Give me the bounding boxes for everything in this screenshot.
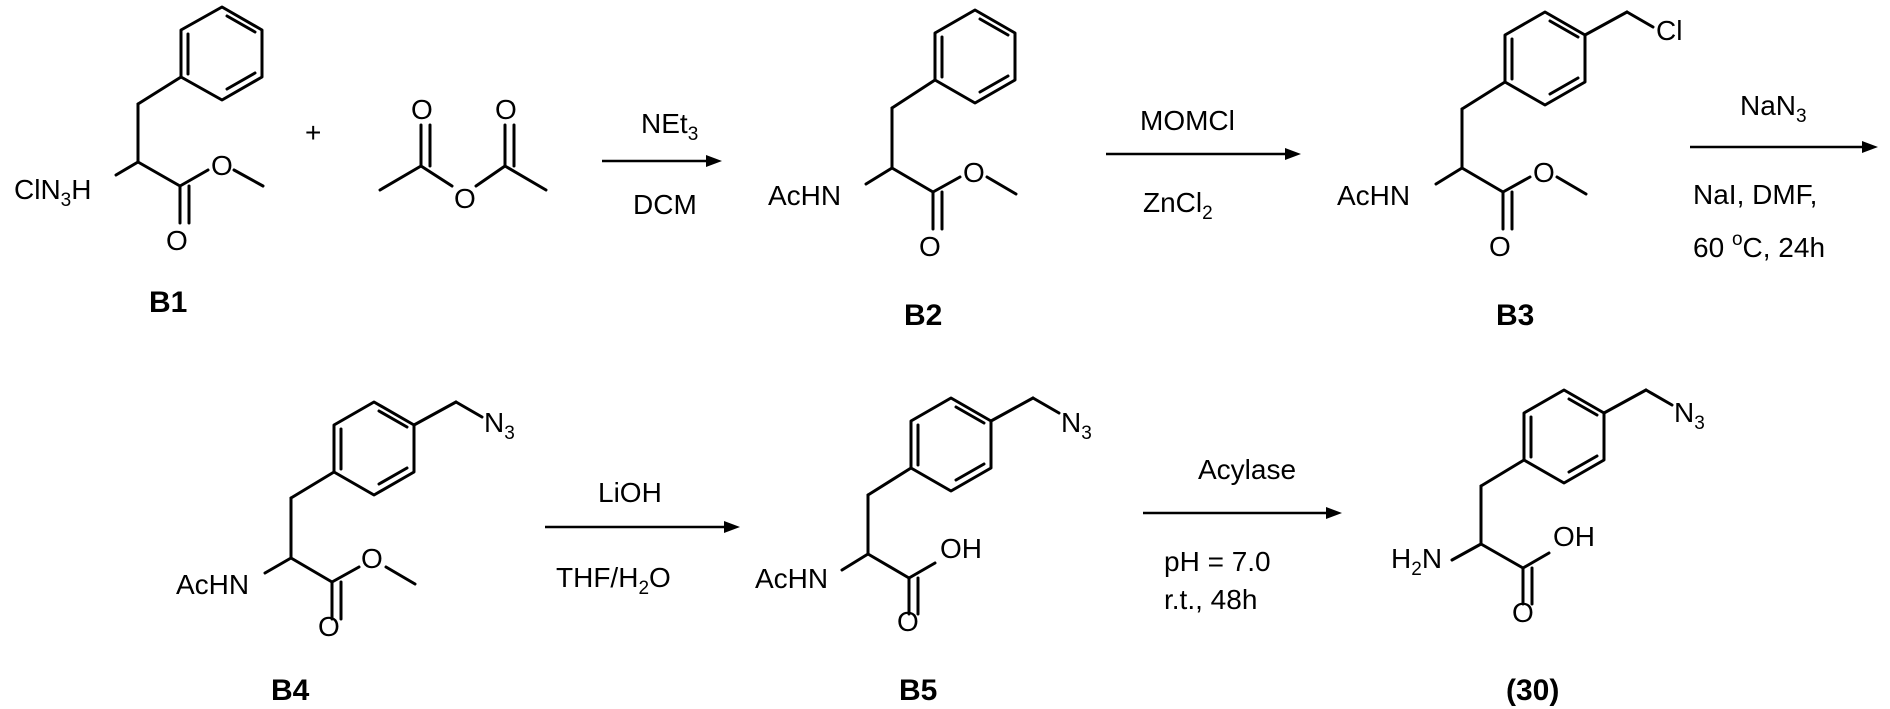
- p30-bonds: [1452, 390, 1672, 604]
- step-3-reagent: NaN3: [1740, 90, 1807, 127]
- compound-b4: N3 AcHN O O B4: [176, 402, 515, 707]
- step-3-conditions-line-1: NaI, DMF,: [1693, 179, 1817, 210]
- b2-label: B2: [904, 299, 942, 332]
- compound-acetic-anhydride: O O O: [380, 94, 546, 214]
- b3-chloro-substituent: Cl: [1656, 15, 1682, 46]
- step-3-arrow: NaN3 NaI, DMF, 60 oC, 24h: [1690, 90, 1878, 263]
- b1-label: B1: [149, 286, 187, 319]
- compound-b1: ClN3H O O B1: [14, 7, 263, 319]
- step-2-reagent: MOMCl: [1140, 105, 1235, 136]
- anhydride-left-oxygen: O: [411, 94, 433, 125]
- step-4-reagent: LiOH: [598, 477, 662, 508]
- b3-label: B3: [1496, 299, 1534, 332]
- step-4-arrow: LiOH THF/H2O: [545, 477, 740, 599]
- step-3-conditions-line-2: 60 oC, 24h: [1693, 229, 1825, 263]
- b3-amine-label: AcHN: [1337, 180, 1410, 211]
- step-5-enzyme: Acylase: [1198, 454, 1296, 485]
- b5-amine-label: AcHN: [755, 563, 828, 594]
- step-1-reagent: NEt3: [641, 108, 698, 145]
- b4-label: B4: [271, 674, 310, 707]
- b4-ester-oxygen: O: [361, 543, 383, 574]
- step-4-solvent: THF/H2O: [556, 562, 671, 599]
- b2-bonds: [866, 10, 1016, 229]
- compound-b5: N3 AcHN O OH B5: [755, 398, 1092, 707]
- plus-sign: +: [305, 117, 321, 148]
- compound-30: N3 H2N O OH (30): [1391, 390, 1705, 707]
- b3-carbonyl-oxygen: O: [1489, 231, 1511, 262]
- b3-ester-oxygen: O: [1533, 157, 1555, 188]
- b5-azide-substituent: N3: [1061, 407, 1092, 444]
- p30-amine-label: H2N: [1391, 543, 1442, 580]
- p30-azide-substituent: N3: [1674, 397, 1705, 434]
- b1-ester-oxygen: O: [211, 150, 233, 181]
- b4-azide-substituent: N3: [484, 407, 515, 444]
- b5-bonds: [842, 398, 1059, 614]
- compound-b3: Cl AcHN O O B3: [1337, 12, 1682, 332]
- step-5-arrow: Acylase pH = 7.0 r.t., 48h: [1143, 454, 1342, 615]
- b4-bonds: [265, 402, 482, 619]
- step-2-arrow: MOMCl ZnCl2: [1106, 105, 1301, 224]
- b4-amine-label: AcHN: [176, 569, 249, 600]
- b5-carbonyl-oxygen: O: [897, 606, 919, 637]
- b2-ester-oxygen: O: [963, 157, 985, 188]
- b1-carbonyl-oxygen: O: [166, 225, 188, 256]
- b2-carbonyl-oxygen: O: [919, 231, 941, 262]
- step-5-conditions-line-2: r.t., 48h: [1164, 584, 1257, 615]
- compound-b2: AcHN O O B2: [768, 10, 1016, 332]
- b1-amine-label: ClN3H: [14, 174, 91, 211]
- step-1-arrow: NEt3 DCM: [602, 108, 722, 220]
- p30-label: (30): [1506, 674, 1559, 707]
- b2-amine-label: AcHN: [768, 180, 841, 211]
- p30-acid-hydroxyl: OH: [1553, 521, 1595, 552]
- b5-label: B5: [899, 674, 937, 707]
- anhydride-bonds: [380, 125, 546, 190]
- step-1-solvent: DCM: [633, 189, 697, 220]
- b5-acid-hydroxyl: OH: [940, 533, 982, 564]
- step-5-conditions-line-1: pH = 7.0: [1164, 546, 1271, 577]
- p30-carbonyl-oxygen: O: [1512, 597, 1534, 628]
- anhydride-bridge-oxygen: O: [454, 183, 476, 214]
- anhydride-right-oxygen: O: [495, 94, 517, 125]
- step-2-catalyst: ZnCl2: [1143, 187, 1213, 224]
- b1-bonds: [116, 7, 263, 223]
- b3-bonds: [1436, 12, 1653, 229]
- b4-carbonyl-oxygen: O: [318, 611, 340, 642]
